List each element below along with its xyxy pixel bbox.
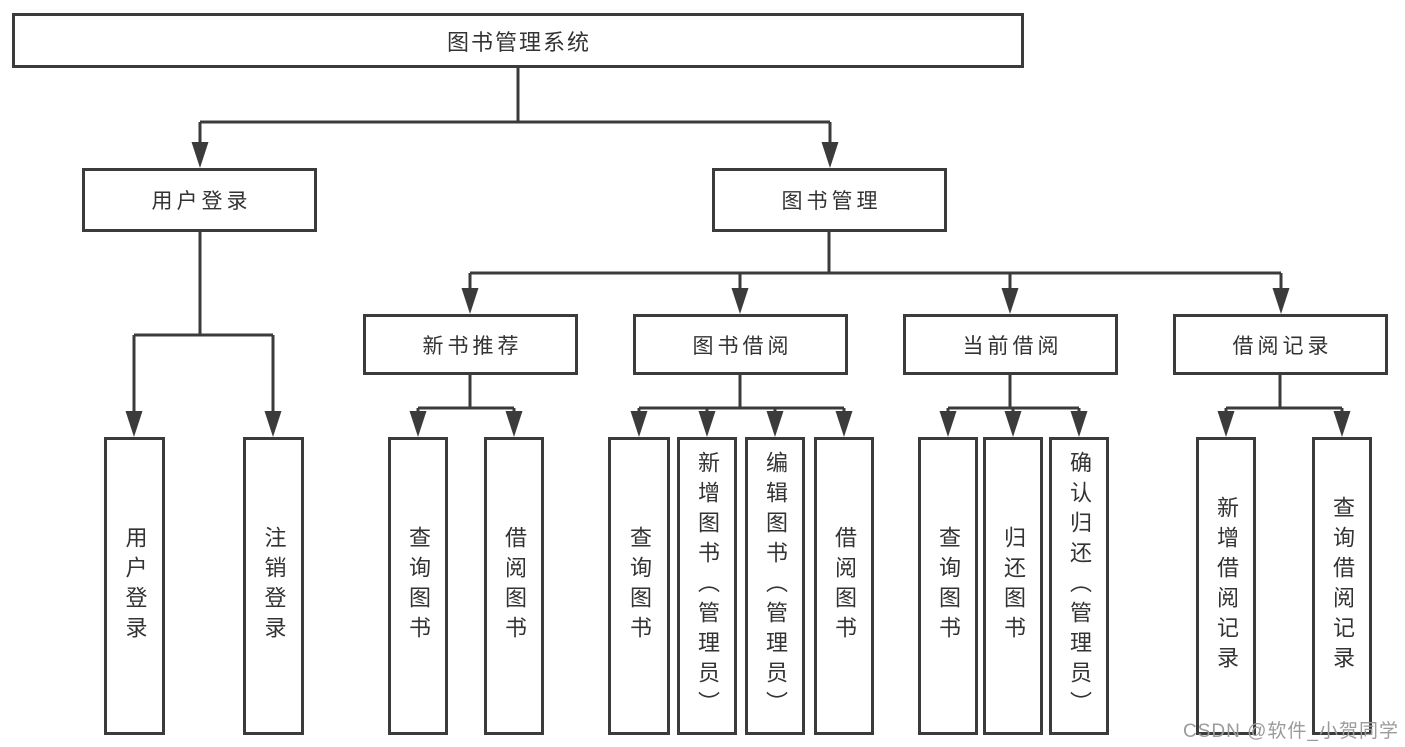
- node-book-management: 图书管理: [712, 168, 947, 232]
- leaf-query-books-borrowing-label: 查询图书: [627, 526, 652, 646]
- leaf-confirm-return-admin: 确认归还（管理员）: [1049, 437, 1109, 735]
- leaf-user-login-label: 用户登录: [122, 526, 148, 646]
- leaf-return-books: 归还图书: [983, 437, 1043, 735]
- node-borrowing-records-label: 借阅记录: [1232, 334, 1333, 358]
- leaf-confirm-return-admin-label: 确认归还（管理员）: [1067, 451, 1092, 721]
- leaf-query-books-current-label: 查询图书: [936, 526, 961, 646]
- node-root: 图书管理系统: [12, 13, 1024, 68]
- node-new-book-recommend: 新书推荐: [363, 314, 578, 375]
- leaf-borrow-books-recommend: 借阅图书: [484, 437, 544, 735]
- node-new-book-recommend-label: 新书推荐: [422, 334, 523, 358]
- leaf-borrow-books-label: 借阅图书: [832, 526, 857, 646]
- leaf-query-books-current: 查询图书: [918, 437, 978, 735]
- leaf-return-books-label: 归还图书: [1001, 526, 1026, 646]
- connector-book-borrow-to-leaves: [637, 375, 846, 421]
- leaf-query-books-borrowing: 查询图书: [608, 437, 670, 735]
- connector-new-book-to-leaves: [416, 375, 516, 421]
- leaf-query-books-recommend-label: 查询图书: [406, 526, 431, 646]
- leaf-query-borrow-record: 查询借阅记录: [1312, 437, 1372, 735]
- leaf-edit-books-admin: 编辑图书（管理员）: [745, 437, 805, 735]
- leaf-add-borrow-record-label: 新增借阅记录: [1214, 496, 1239, 676]
- leaf-query-borrow-record-label: 查询借阅记录: [1330, 496, 1355, 676]
- leaf-add-borrow-record: 新增借阅记录: [1196, 437, 1256, 735]
- connector-book-mgmt-to-level3: [468, 232, 1283, 298]
- leaf-query-books-recommend: 查询图书: [388, 437, 448, 735]
- leaf-borrow-books: 借阅图书: [814, 437, 874, 735]
- connector-user-login-to-leaves: [132, 232, 275, 421]
- connector-root-to-level2: [198, 68, 832, 152]
- node-root-label: 图书管理系统: [446, 29, 591, 55]
- node-user-login-label: 用户登录: [151, 190, 252, 213]
- node-book-borrowing: 图书借阅: [633, 314, 848, 375]
- leaf-add-books-admin-label: 新增图书（管理员）: [695, 451, 720, 721]
- leaf-logout: 注销登录: [243, 437, 304, 735]
- leaf-add-books-admin: 新增图书（管理员）: [677, 437, 737, 735]
- node-borrowing-records: 借阅记录: [1173, 314, 1388, 375]
- leaf-logout-label: 注销登录: [261, 526, 287, 646]
- node-current-borrowing: 当前借阅: [903, 314, 1118, 375]
- leaf-borrow-books-recommend-label: 借阅图书: [502, 526, 527, 646]
- node-book-management-label: 图书管理: [781, 190, 882, 213]
- leaf-user-login: 用户登录: [104, 437, 165, 735]
- arrowheads: [125, 142, 1351, 437]
- csdn-watermark: CSDN @软件_小贺同学: [1183, 721, 1399, 742]
- connector-borrow-records-to-leaves: [1224, 375, 1344, 421]
- node-current-borrowing-label: 当前借阅: [962, 334, 1063, 358]
- node-user-login: 用户登录: [82, 168, 317, 232]
- node-book-borrowing-label: 图书借阅: [692, 334, 793, 358]
- leaf-edit-books-admin-label: 编辑图书（管理员）: [763, 451, 788, 721]
